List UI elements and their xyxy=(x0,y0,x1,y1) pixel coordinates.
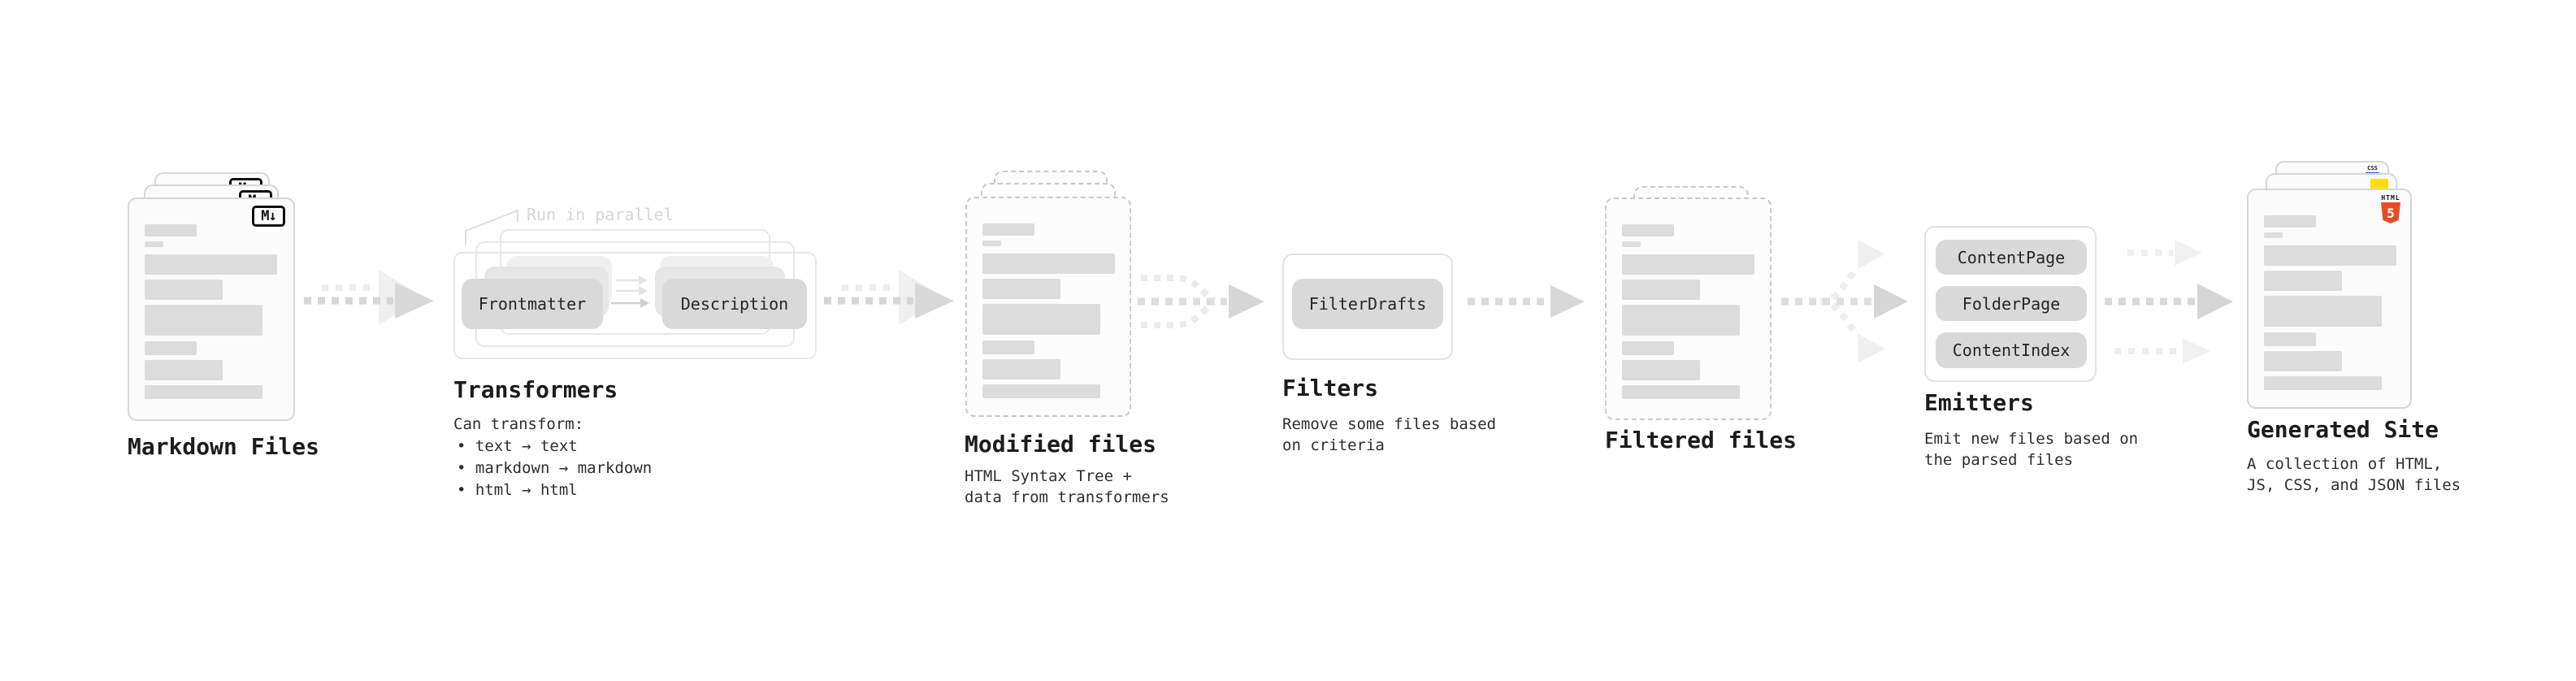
desc-line: the parsed files xyxy=(1924,451,2074,469)
emitter-pill-contentindex: ContentIndex xyxy=(1936,332,2087,368)
desc-line: JS, CSS, and JSON files xyxy=(2247,476,2461,494)
emitter-pill-folderpage: FolderPage xyxy=(1936,286,2087,321)
js-icon xyxy=(2370,179,2388,189)
desc-line: on criteria xyxy=(1282,436,1385,454)
markdown-files-title: Markdown Files xyxy=(128,433,320,460)
transformers-frame-front xyxy=(453,252,817,359)
fanout-arrow-icon xyxy=(1781,240,1908,363)
markdown-icon: M↓ xyxy=(252,206,285,227)
html5-icon: HTML 5 xyxy=(2381,194,2400,223)
filters-panel: FilterDrafts xyxy=(1282,254,1453,360)
stage-generated-site: CSS HTML 5 xyxy=(2245,150,2420,419)
file-skeleton xyxy=(982,223,1115,403)
desc-line: data from transformers xyxy=(965,488,1169,506)
file-skeleton xyxy=(145,224,277,404)
bullet-item: • markdown → markdown xyxy=(457,459,653,477)
merge-arrow-icon xyxy=(1138,275,1264,328)
filter-pill-filterdrafts: FilterDrafts xyxy=(1292,279,1443,329)
css-label: CSS xyxy=(2367,165,2378,171)
parallel-mini-arrows-icon xyxy=(611,275,649,308)
modified-files-desc: HTML Syntax Tree + data from transformer… xyxy=(965,466,1169,508)
stage-filtered-files xyxy=(1603,175,1778,427)
generated-file-card-front: HTML 5 xyxy=(2247,189,2412,409)
emitters-panel: ContentPage FolderPage ContentIndex xyxy=(1924,226,2097,382)
html5-version: 5 xyxy=(2387,205,2395,221)
file-skeleton xyxy=(2264,215,2396,395)
filters-title: Filters xyxy=(1282,375,1379,401)
flow-arrow-icon xyxy=(824,270,954,325)
filtered-file-card-front xyxy=(1605,197,1772,420)
emitter-pill-contentpage: ContentPage xyxy=(1936,240,2087,275)
desc-line: A collection of HTML, xyxy=(2247,455,2443,473)
transformers-title: Transformers xyxy=(453,376,618,403)
emitters-desc: Emit new files based on the parsed files xyxy=(1924,428,2138,471)
generated-site-title: Generated Site xyxy=(2247,416,2439,443)
filtered-files-title: Filtered files xyxy=(1605,427,1798,453)
parallel-arrows-icon xyxy=(2105,240,2233,364)
dashed-arrow-icon xyxy=(1468,285,1585,318)
transformers-subtitle: Can transform: xyxy=(453,415,584,433)
filters-desc: Remove some files based on criteria xyxy=(1282,414,1496,456)
desc-line: Remove some files based xyxy=(1282,415,1497,433)
bullet-item: • text → text xyxy=(457,437,578,455)
html5-label: HTML xyxy=(2381,194,2400,202)
emitters-title: Emitters xyxy=(1924,389,2034,416)
transformer-pill-description: Description xyxy=(662,279,807,329)
flow-arrow-icon xyxy=(304,270,434,325)
modified-files-title: Modified files xyxy=(965,431,1157,458)
transformers-bullet-list: • text → text • markdown → markdown • ht… xyxy=(457,436,652,501)
callout-bracket-icon xyxy=(465,209,518,245)
stage-markdown-files: M↓ M↓ M↓ xyxy=(126,158,301,427)
markdown-file-card-front: M↓ xyxy=(128,197,295,421)
desc-line: HTML Syntax Tree + xyxy=(965,467,1132,485)
run-in-parallel-label: Run in parallel xyxy=(527,205,674,224)
file-skeleton xyxy=(1622,224,1754,404)
modified-file-card-front xyxy=(965,197,1131,417)
bullet-item: • html → html xyxy=(457,481,578,499)
generated-site-desc: A collection of HTML, JS, CSS, and JSON … xyxy=(2247,453,2461,496)
stage-modified-files xyxy=(963,158,1138,427)
desc-line: Emit new files based on xyxy=(1924,430,2139,448)
transformer-pill-frontmatter: Frontmatter xyxy=(462,279,603,329)
